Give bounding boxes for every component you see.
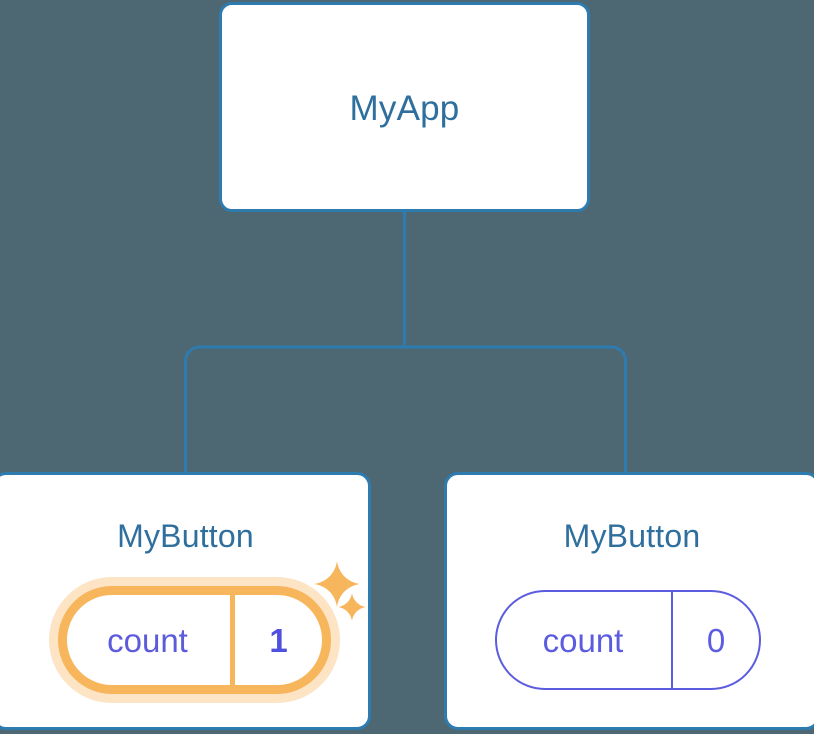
state-pill-right-key: count — [497, 592, 673, 688]
connector-branch-right — [404, 345, 627, 474]
node-mybutton-right-title: MyButton — [563, 518, 701, 554]
node-myapp[interactable]: MyApp — [219, 2, 590, 212]
connector-branch-left — [184, 345, 405, 474]
state-pill-right[interactable]: count 0 — [495, 590, 761, 690]
state-pill-left-value: 1 — [269, 621, 288, 659]
node-mybutton-left-title: MyButton — [117, 518, 254, 554]
state-pill-right-value: 0 — [706, 621, 726, 659]
state-pill-left[interactable]: count 1 — [58, 586, 331, 694]
state-pill-left-key: count — [67, 595, 235, 685]
node-myapp-title: MyApp — [349, 89, 460, 128]
